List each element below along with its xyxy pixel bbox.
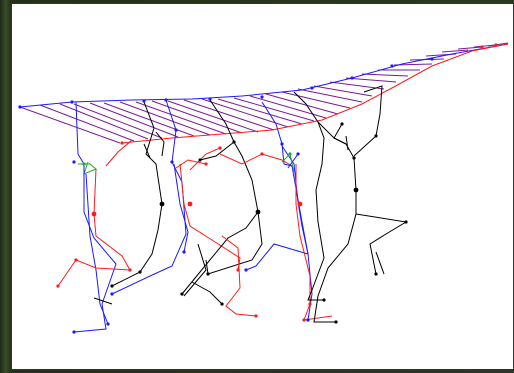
trajectory-links	[19, 42, 509, 144]
pose-1	[57, 101, 133, 333]
upper-red-line	[121, 43, 509, 144]
joint-markers	[18, 43, 498, 334]
plot-canvas	[11, 3, 514, 370]
stick-figure-plot	[18, 42, 509, 334]
upper-blue-line	[19, 43, 509, 108]
